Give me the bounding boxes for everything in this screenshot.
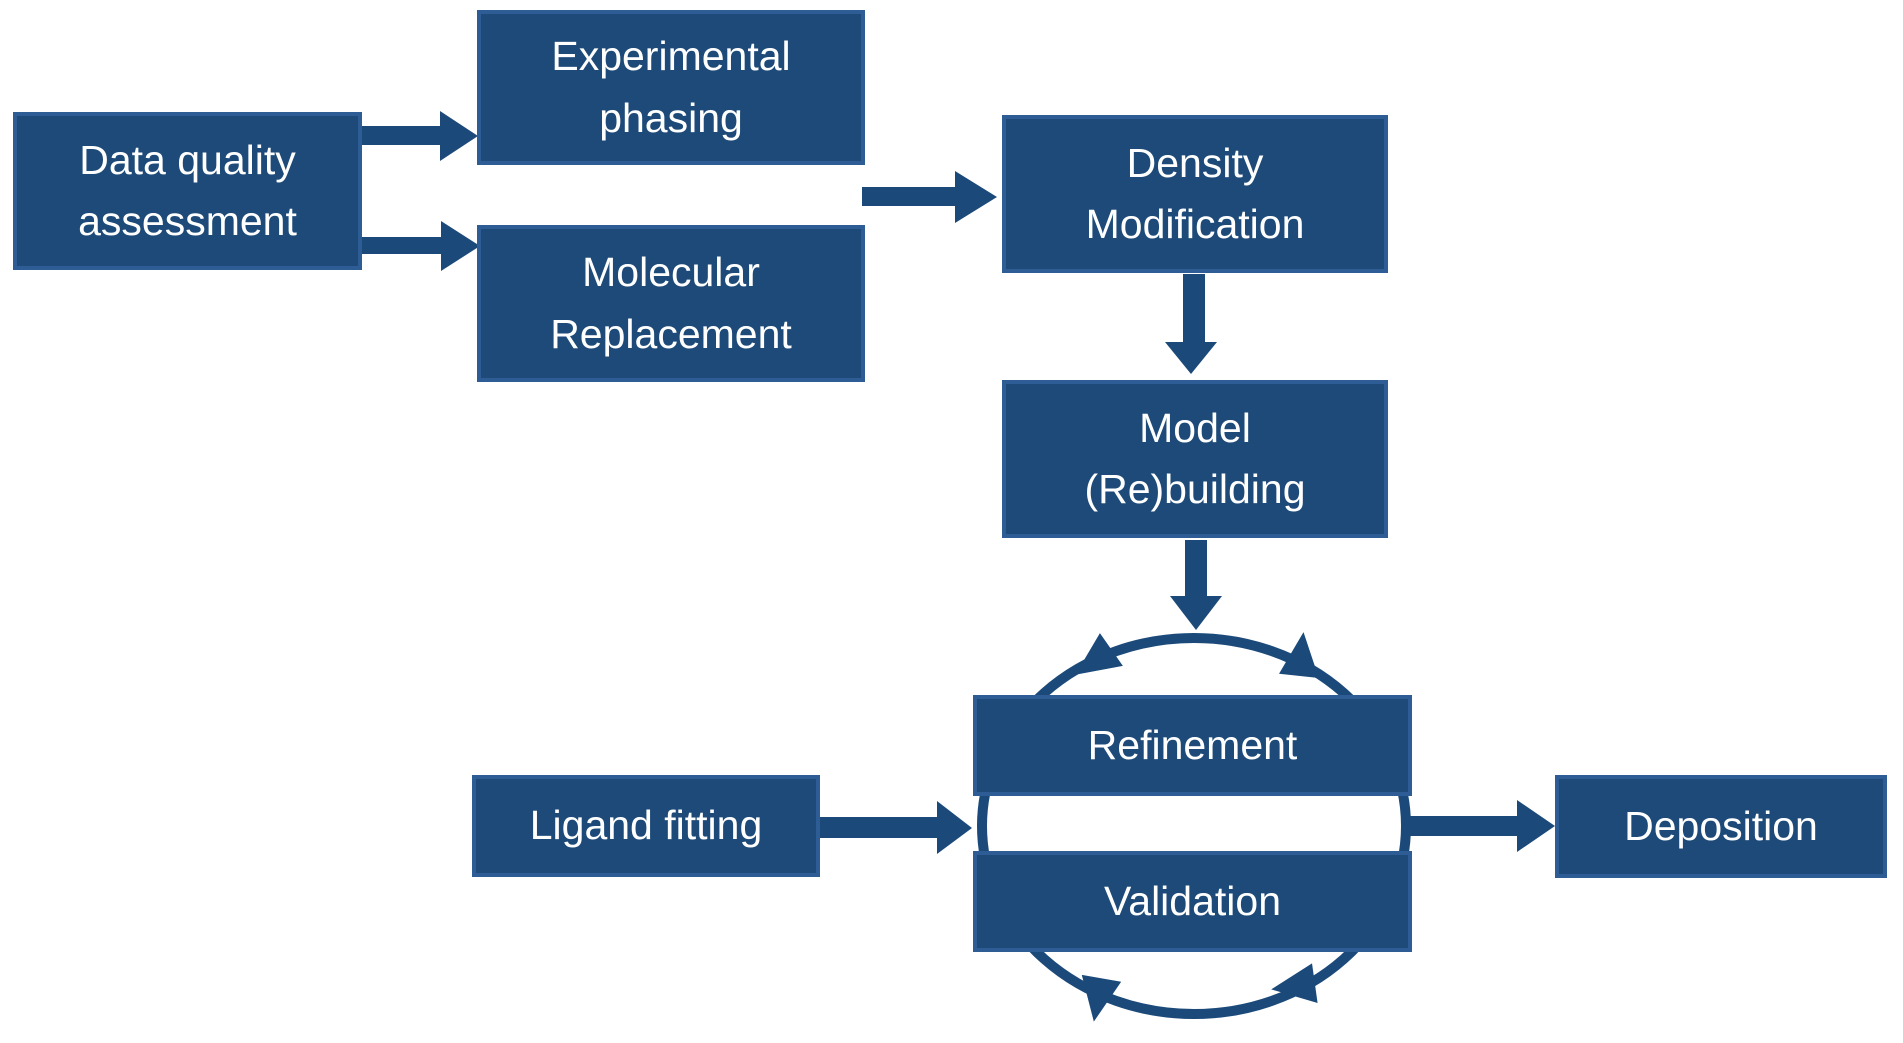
node-data-quality-assessment: Data quality assessment <box>13 112 362 270</box>
node-density-modification: Density Modification <box>1002 115 1388 273</box>
arrow-phasing-to-densitymodification-icon <box>862 171 997 223</box>
cycle-arrowhead-sw-icon <box>1081 974 1122 1022</box>
arrow-dataquality-to-experimentalphasing-icon <box>362 111 478 161</box>
cycle-arrowhead-ne-icon <box>1279 632 1319 678</box>
arrow-densitymodification-to-modelrebuilding-icon <box>1165 274 1217 374</box>
node-validation: Validation <box>973 851 1412 952</box>
node-experimental-phasing: Experimental phasing <box>477 10 865 165</box>
node-refinement: Refinement <box>973 695 1412 796</box>
cycle-arrowhead-nw-icon <box>1075 633 1123 675</box>
cycle-arrowhead-se-icon <box>1271 963 1318 1004</box>
node-label: Experimental phasing <box>551 33 791 141</box>
arrow-dataquality-to-molecularreplacement-icon <box>362 221 480 271</box>
node-label: Ligand fitting <box>529 802 763 849</box>
node-label: Data quality assessment <box>78 136 297 245</box>
arrow-cycle-to-deposition-icon <box>1408 800 1555 852</box>
refinement-validation-cycle-ring <box>977 633 1411 1019</box>
node-deposition: Deposition <box>1555 775 1887 878</box>
node-label: Deposition <box>1624 802 1818 849</box>
node-label: Molecular Replacement <box>550 249 792 357</box>
node-label: Model (Re)building <box>1084 404 1306 513</box>
arrow-ligandfitting-to-cycle-icon <box>820 801 972 854</box>
node-label: Density Modification <box>1085 139 1305 248</box>
node-label: Validation <box>1103 877 1282 924</box>
node-ligand-fitting: Ligand fitting <box>472 775 820 877</box>
node-molecular-replacement: Molecular Replacement <box>477 225 865 382</box>
node-label: Refinement <box>1087 721 1298 768</box>
arrow-modelrebuilding-to-cycle-icon <box>1170 540 1222 630</box>
node-model-rebuilding: Model (Re)building <box>1002 380 1388 538</box>
